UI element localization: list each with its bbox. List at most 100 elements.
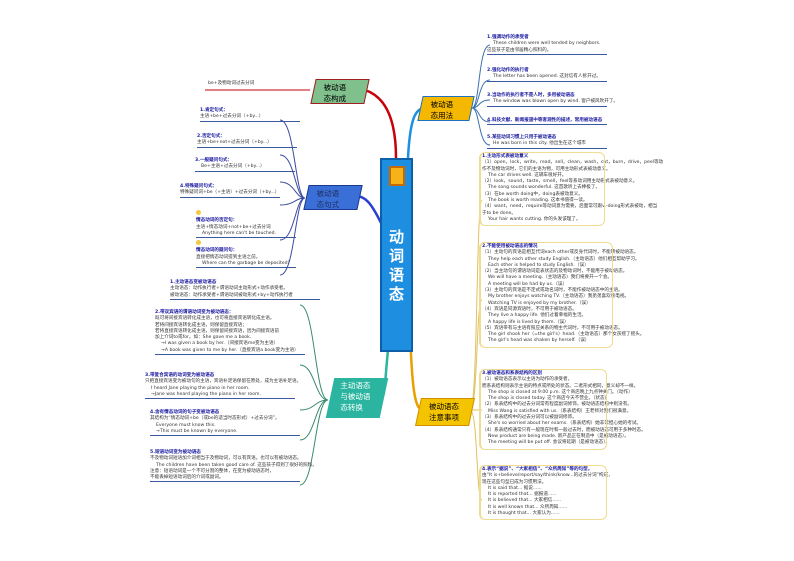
topic-item[interactable]: 4.科技文献、新闻报道中等客观性的描述，常用被动语态	[487, 118, 607, 126]
topic-item[interactable]: 情态动词的疑问句：直接把情态动词提到主语之前。Where can the gar…	[196, 240, 296, 269]
item-line: 加上介词to或for。如：She gave me a book.	[155, 335, 252, 341]
node-label: 主动语态与被动语态转换	[340, 381, 371, 412]
item-line: Anything here can't be touched.	[202, 230, 277, 236]
item-line: The letter has been opened. 这封信有人拆开过。	[493, 74, 601, 80]
item-line: 若将直接宾语转化成主语，则保留间接宾语，因为间接宾语前	[155, 328, 280, 334]
topic-item[interactable]: 2.带双宾语的谓语动词变为被动语态：既可将间接宾语转化成主语，也可将直接宾语转化…	[155, 310, 305, 356]
node-sentence[interactable]: 被动语态句式	[303, 185, 363, 210]
item-line: 于to be done。	[482, 210, 516, 216]
item-title: 3.当动作的执行者不是人时，多用被动语态	[487, 93, 575, 98]
topic-item[interactable]: 3.被动语态和系表结构的区别（1）被动语态表示以主语为动作的承受者，而系表结构则…	[482, 371, 646, 447]
item-line: 直接把情态动词提到主语之前。	[196, 254, 261, 260]
item-line: →I was given a book by her.（间接宾语me变为主语）	[161, 341, 279, 347]
callout-frame	[479, 369, 607, 450]
item-title: 1.主动语态变被动语态	[170, 280, 217, 285]
item-line: 特殊疑问词+be（+主语）+过去分词（+by...）	[180, 190, 280, 196]
item-line: （3）主动句的宾语是不定式或动名词时，不能作被动语态中的主语。	[482, 288, 623, 294]
topic-item[interactable]: 3.一般疑问句式：Be+主语+过去分词（+by...）	[195, 158, 295, 172]
topic-item[interactable]: 4.表示“据说”、“大家相信”、“众所周知”等的句型，由“It is+belie…	[482, 467, 613, 517]
node-convert[interactable]: 主动语态与被动语态转换	[325, 378, 389, 418]
item-line: It is believed that... 大家相信......	[488, 498, 562, 504]
item-title: 2.带双宾语的谓语动词变为被动语态：	[155, 310, 234, 315]
item-line: （1）被动语态表示以主语为动作的承受者，	[482, 377, 573, 383]
item-title: 情态动词的否定句：	[196, 218, 238, 224]
item-line: Watching TV is enjoyed by my brother.（误）	[488, 300, 591, 306]
item-line: The shop is closed at 9:00 p.m. 这个商店晚上九点…	[488, 389, 633, 395]
item-title: 4.科技文献、新闻报道中等客观性的描述，常用被动语态	[487, 118, 603, 123]
item-line: The book is worth reading. 这本书值得一读。	[488, 198, 588, 204]
item-line: 只把直接宾语变为被动句的主语，宾语补足语保留在原处，成为主语补足语。	[145, 379, 302, 385]
item-line: （4）系表结构通常只有一般现在时和一般过去时，而被动语态可用于多种时态。	[482, 427, 646, 433]
item-title: 4.表示“据说”、“大家相信”、“众所周知”等的句型，	[482, 467, 593, 472]
lightbulb-icon	[196, 210, 201, 215]
item-line: →A book was given to me by her.（直接宾语a bo…	[161, 347, 299, 353]
item-title: 3.一般疑问句式：	[195, 158, 233, 163]
topic-item[interactable]: 4.含有情态动词的句子变被动语态其结构为“情态动词+be（或be的适当时态形式）…	[150, 410, 300, 437]
topic-item[interactable]: 1.主动语态变被动语态主动语态：动作执行者+谓语动词主动形式+动作承受者。被动语…	[170, 280, 320, 300]
item-title: 5.某些动词习惯上只用于被动语态	[487, 135, 557, 140]
item-line: 主语+be+过去分词（+by...）	[200, 114, 264, 120]
item-line: Your hair wants cutting. 你的头发该理了。	[488, 216, 581, 222]
node-composition[interactable]: 被动语态构成	[310, 79, 370, 104]
item-line: They live a happy life. 他们过着幸福的生活。	[488, 313, 587, 319]
topic-item[interactable]: 2.否定句式：主语+be+not+过去分词（+by...）	[197, 134, 297, 148]
topic-item[interactable]: 1.肯定句式：主语+be+过去分词（+by...）	[200, 108, 300, 122]
item-title: 情态动词的疑问句：	[196, 248, 238, 254]
item-line: Miss Wang is satisfied with us.（系表结构）王老师…	[488, 408, 632, 414]
item-line: （1）主动句的宾语是相互代词each other或反身代词时，不能转被动语态。	[482, 250, 639, 256]
item-title: 2.不能使用被动语态的情况	[482, 244, 538, 249]
node-usage[interactable]: 被动语态用法	[417, 96, 475, 121]
node-notes[interactable]: 被动语态注意事项	[415, 398, 475, 426]
item-line: （1）open，lock，write，read，sell，clean，wash，…	[482, 160, 664, 166]
node-label: 被动语态注意事项	[429, 402, 459, 422]
callout-frame	[479, 465, 607, 521]
item-line: It is well known that... 众所周知......	[488, 504, 568, 510]
callout-frame	[479, 152, 605, 227]
book-icon	[388, 166, 405, 186]
item-line: （4）宾语是同源宾语时，不可用于被动语态。	[482, 306, 577, 312]
topic-item[interactable]: 4.特殊疑问句式：特殊疑问词+be（+主语）+过去分词（+by...）	[180, 184, 280, 198]
item-line: （2）look，sound，taste，smell，feel等系动词用主动形式表…	[482, 179, 638, 185]
item-line: （2）系表结构中的过去分词常有程度副词修饰，被动语态结构中则没有。	[482, 402, 632, 408]
item-line: A happy life is lived by them.（误）	[488, 319, 569, 325]
item-title: 1.强调动作的承受者	[487, 35, 529, 40]
item-title: 5.短语动词变为被动语态	[150, 450, 201, 455]
item-line: 而系表结构则表示主语的特点或所处的状态。二者形式相同，意义却不一样。	[482, 383, 639, 389]
item-line: （2）当主动句的谓语动词是表状态的及物动词时，不能用于被动语态。	[482, 269, 628, 275]
item-line: The window was blown open by wind. 窗户被风吹…	[493, 99, 619, 105]
item-line: She's so worried about her exams.（系表结构）她…	[488, 421, 642, 427]
item-line: 主语+be+not+过去分词（+by...）	[197, 140, 272, 146]
item-title: 3.带复合宾语的动词变为被动语态	[145, 373, 215, 378]
item-line: 注意：短语动词是一个不可分割的整体，在变为被动语态时，	[150, 468, 275, 474]
topic-item[interactable]: 5.短语动词变为被动语态不及物动词短语加介词相当于及物动词，可以有宾语，也可以有…	[150, 450, 317, 483]
item-line: My brother enjoys watching TV.（主动语态）我弟弟喜…	[488, 294, 630, 300]
item-line: 既可将间接宾语转化成主语，也可将直接宾语转化成主语。	[155, 316, 275, 322]
item-line: 主动语态：动作执行者+谓语动词主动形式+动作承受者。	[170, 286, 288, 292]
topic-item[interactable]: 2.不能使用被动语态的情况（1）主动句的宾语是相互代词each other或反身…	[482, 244, 644, 345]
topic-item[interactable]: 3.带复合宾语的动词变为被动语态只把直接宾语变为被动句的主语，宾语补足语保留在原…	[145, 373, 302, 400]
item-title: 2.否定句式：	[197, 134, 225, 139]
item-line: The girl's head was shaken by herself.（误…	[488, 338, 590, 344]
item-line: The children have been taken good care o…	[156, 462, 317, 468]
item-line: It is said that... 据说......	[488, 485, 542, 491]
item-line: The song sounds wonderful. 这首歌听上去棒极了。	[488, 185, 601, 191]
item-line: （3）系表结构中的过去分词可以被副词修饰。	[482, 415, 577, 421]
item-line: 不及物动词短语加介词相当于及物动词，可以有宾语，也可以有被动语态。	[150, 456, 302, 462]
node-label: 被动语态用法	[430, 100, 454, 120]
central-topic[interactable]: 动词语态	[380, 158, 413, 352]
item-line: →Jane was heard playing the piano in her…	[151, 391, 261, 397]
item-line: Be+主语+过去分词（+by...）	[201, 164, 265, 170]
central-topic-title: 动词语态	[388, 228, 404, 303]
topic-item[interactable]: 1.主动形式表被动意义（1）open，lock，write，read，sell，…	[482, 154, 663, 223]
item-line: These children were well tended by neigh…	[493, 41, 601, 47]
item-line: It is thought that... 大家认为......	[488, 511, 560, 517]
item-title: 4.特殊疑问句式：	[180, 184, 218, 189]
item-title: 2.强化动作的执行者	[487, 68, 529, 73]
item-line: They help each other study English.（主动语态…	[488, 256, 640, 262]
item-line: A meeting will be had by us.（误）	[488, 281, 568, 287]
